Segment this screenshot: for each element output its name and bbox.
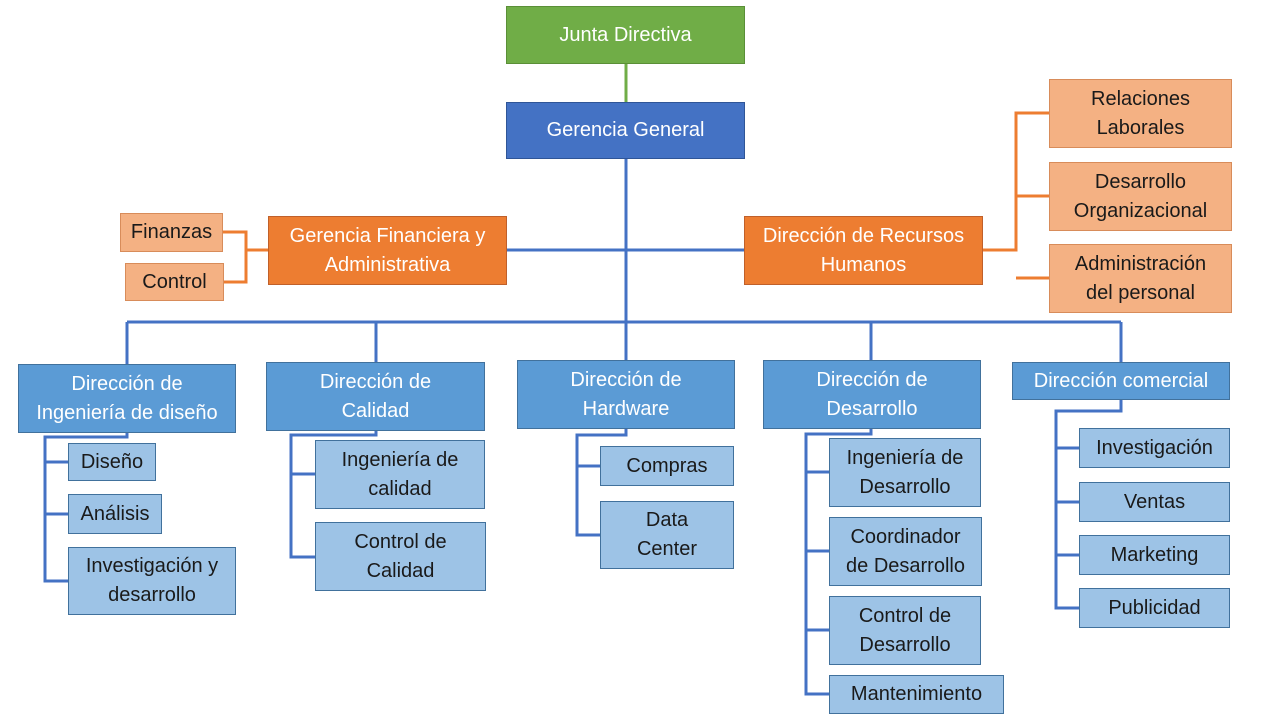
connector-group-3 <box>575 428 628 537</box>
direction-item-label: Investigación <box>1096 436 1213 459</box>
direction-label: Dirección de Calidad <box>319 370 432 422</box>
general-management-box: Gerencia General <box>506 102 745 159</box>
finance-management-box: Gerencia Financiera y Administrativa <box>268 216 507 285</box>
direction-label: Dirección comercial <box>1033 369 1209 392</box>
direction-item-label: Ingeniería de calidad <box>341 448 459 500</box>
connector-group-1 <box>43 433 129 583</box>
control-sub-label: Control <box>142 270 207 293</box>
direction-item-box: Compras <box>600 446 734 486</box>
direction-label: Dirección de Hardware <box>570 368 682 420</box>
finance-sub-box: Finanzas <box>120 213 223 252</box>
control-sub-box: Control <box>125 263 224 301</box>
direction-item-label: Investigación y desarrollo <box>85 555 219 606</box>
direction-item-label: Diseño <box>80 450 144 473</box>
direction-item-label: Control de Calidad <box>354 530 447 582</box>
connector-group-5 <box>1054 399 1123 610</box>
direction-item-box: Control de Calidad <box>315 522 486 591</box>
direction-item-box: Ingeniería de calidad <box>315 440 485 509</box>
direction-item-box: Mantenimiento <box>829 675 1004 714</box>
direction-item-label: Compras <box>626 454 708 477</box>
direction-item-box: Marketing <box>1079 535 1230 575</box>
direction-label: Dirección de Desarrollo <box>816 368 928 420</box>
direction-item-box: Ventas <box>1079 482 1230 522</box>
connector-finance-sub <box>222 230 268 284</box>
hr-sub-box: Administración del personal <box>1049 244 1232 313</box>
direction-item-label: Mantenimiento <box>850 683 983 705</box>
direction-item-box: Data Center <box>600 501 734 569</box>
direction-item-label: Data Center <box>636 509 698 560</box>
connector-group-4 <box>804 428 873 696</box>
board-box: Junta Directiva <box>506 6 745 64</box>
hr-sub-label: Relaciones Laborales <box>1091 87 1190 139</box>
hr-direction-label: Dirección de Recursos Humanos <box>762 224 965 276</box>
direction-box: Dirección de Calidad <box>266 362 485 431</box>
direction-item-label: Ventas <box>1123 490 1186 513</box>
direction-item-label: Análisis <box>80 502 150 525</box>
direction-item-box: Investigación <box>1079 428 1230 468</box>
direction-item-box: Publicidad <box>1079 588 1230 628</box>
connector-hr-sub <box>983 111 1049 280</box>
hr-direction-box: Dirección de Recursos Humanos <box>744 216 983 285</box>
direction-item-label: Control de Desarrollo <box>858 604 952 656</box>
direction-item-box: Coordinador de Desarrollo <box>829 517 982 586</box>
direction-item-box: Control de Desarrollo <box>829 596 981 665</box>
direction-box: Dirección de Desarrollo <box>763 360 981 429</box>
direction-item-label: Publicidad <box>1108 596 1201 619</box>
connector-group-2 <box>289 430 378 559</box>
direction-item-box: Análisis <box>68 494 162 534</box>
board-label: Junta Directiva <box>559 23 692 46</box>
finance-sub-label: Finanzas <box>130 221 213 243</box>
direction-box: Dirección de Ingeniería de diseño <box>18 364 236 433</box>
direction-item-box: Investigación y desarrollo <box>68 547 236 615</box>
hr-sub-label: Desarrollo Organizacional <box>1073 170 1208 222</box>
direction-item-box: Ingeniería de Desarrollo <box>829 438 981 507</box>
hr-sub-label: Administración del personal <box>1074 252 1207 304</box>
finance-management-label: Gerencia Financiera y Administrativa <box>289 224 486 276</box>
direction-label: Dirección de Ingeniería de diseño <box>36 372 218 424</box>
direction-box: Dirección comercial <box>1012 362 1230 400</box>
general-management-label: Gerencia General <box>546 119 705 141</box>
hr-sub-box: Desarrollo Organizacional <box>1049 162 1232 231</box>
hr-sub-box: Relaciones Laborales <box>1049 79 1232 148</box>
direction-item-label: Coordinador de Desarrollo <box>846 525 965 577</box>
direction-item-label: Ingeniería de Desarrollo <box>846 446 964 498</box>
direction-box: Dirección de Hardware <box>517 360 735 429</box>
direction-item-label: Marketing <box>1110 543 1199 566</box>
direction-item-box: Diseño <box>68 443 156 481</box>
